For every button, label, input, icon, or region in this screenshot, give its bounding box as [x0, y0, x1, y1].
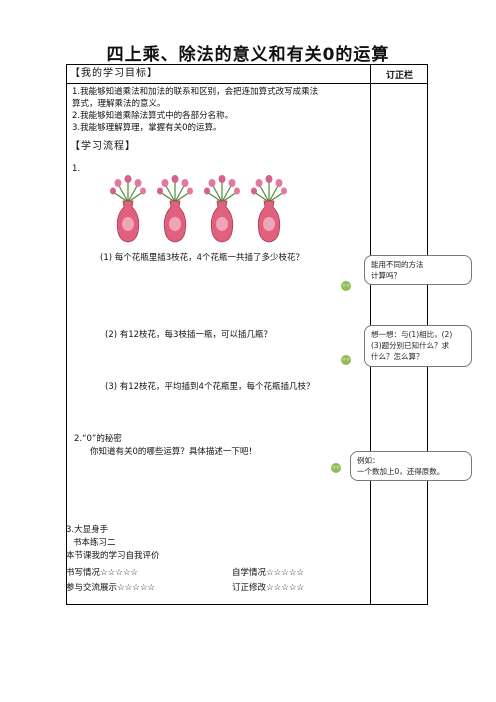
section-3-sub: 书本练习二	[73, 538, 116, 548]
page-title: 四上乘、除法的意义和有关0的运算	[106, 45, 390, 65]
flowers	[110, 175, 146, 203]
hint-line: 想一想：与(1)相比，(2)	[371, 330, 453, 339]
correction-column-header: 订正栏	[385, 71, 413, 81]
goal-line: 2.我能够知道乘除法算式中的各部分名称。	[72, 111, 234, 121]
flowers	[157, 175, 193, 203]
frog-mascot-icon	[331, 463, 341, 473]
flower-vase-image	[157, 175, 193, 243]
hint-bubble-2: 想一想：与(1)相比，(2) (3)题分别已知什么？求 什么？怎么算？	[364, 325, 472, 367]
flowers	[251, 175, 287, 203]
goal-line: 算式，理解乘法的意义。	[72, 99, 166, 109]
hint-line: 一个数加上0，还得原数。	[357, 467, 445, 476]
evaluation-item: 书写情况☆☆☆☆☆	[66, 568, 139, 578]
hint-line: 例如：	[357, 456, 380, 465]
question-2: (2) 有12枝花，每3枝插一瓶，可以插几瓶？	[105, 330, 272, 340]
hint-bubble-1: 能用不同的方法 计算吗？	[364, 255, 472, 285]
frog-mascot-icon	[341, 281, 351, 291]
hint-line: 计算吗？	[371, 271, 401, 280]
flower-vase-image	[251, 175, 287, 243]
section-2-prompt: 你知道有关0的哪些运算？具体描述一下吧！	[90, 447, 257, 457]
goal-line: 3.我能够理解算理，掌握有关0的运算。	[72, 123, 222, 133]
hint-line: 什么？怎么算？	[371, 352, 424, 361]
goal-line: 1.我能够知道乘法和加法的联系和区别，会把连加算式改写成乘法	[72, 87, 319, 97]
frog-mascot-icon	[341, 355, 351, 365]
flower-vase-image	[110, 175, 146, 243]
hint-bubble-3: 例如： 一个数加上0，还得原数。	[350, 451, 472, 481]
flower-vase-image	[204, 175, 240, 243]
hint-line: 能用不同的方法	[371, 260, 424, 269]
evaluation-item: 自学情况☆☆☆☆☆	[232, 568, 305, 578]
flowers	[204, 175, 240, 203]
evaluation-heading: 本节课我的学习自我评价	[66, 551, 160, 561]
goals-heading: 【我的学习目标】	[70, 68, 158, 79]
section-2-heading: 2.“0”的秘密	[74, 434, 122, 444]
question-1: (1) 每个花瓶里插3枝花，4个花瓶一共插了多少枝花？	[100, 253, 305, 263]
process-heading: 【学习流程】	[70, 141, 136, 152]
question-3: (3) 有12枝花，平均插到4个花瓶里，每个花瓶插几枝？	[105, 382, 315, 392]
section-1-number: 1.	[72, 164, 81, 174]
header-divider	[66, 83, 428, 84]
evaluation-item: 订正修改☆☆☆☆☆	[232, 583, 305, 593]
section-3-heading: 3.大显身手	[66, 525, 109, 535]
evaluation-item: 参与交流展示☆☆☆☆☆	[66, 583, 156, 593]
hint-line: (3)题分别已知什么？求	[371, 341, 450, 350]
